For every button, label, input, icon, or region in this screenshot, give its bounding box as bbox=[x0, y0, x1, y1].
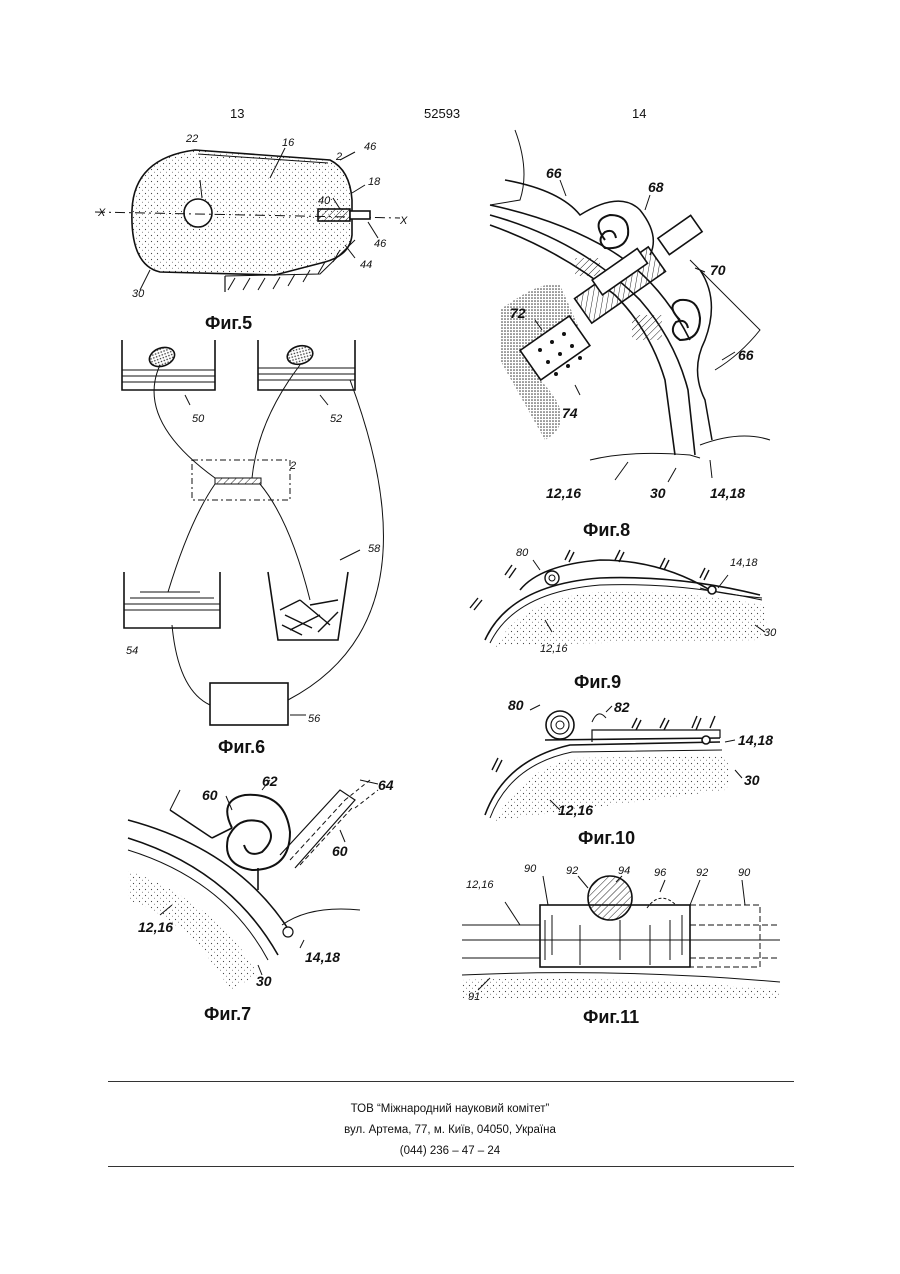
figure-9-drawing: 80 14,18 12,16 30 bbox=[470, 547, 777, 655]
fig10-label-14-18: 14,18 bbox=[738, 732, 773, 748]
fig5-label-22: 22 bbox=[185, 133, 198, 145]
footer-rule-top bbox=[108, 1081, 794, 1082]
fig11-label-91: 91 bbox=[468, 991, 480, 1003]
footer-organization: ТОВ “Міжнародний науковий комітет” bbox=[0, 1103, 900, 1115]
fig7-label-12-16: 12,16 bbox=[138, 919, 173, 935]
fig8-caption: Фиг.8 bbox=[583, 520, 630, 541]
fig8-label-12-16: 12,16 bbox=[546, 485, 581, 501]
fig10-label-30: 30 bbox=[744, 772, 760, 788]
figure-11-drawing: 90 92 94 96 92 90 12,16 91 bbox=[462, 863, 780, 1003]
fig5-label-44: 44 bbox=[360, 259, 372, 271]
fig8-label-14-18: 14,18 bbox=[710, 485, 745, 501]
fig11-label-92-left: 92 bbox=[566, 865, 578, 877]
figure-5-drawing: 22 16 2 46 18 40 X X 46 44 30 bbox=[95, 133, 408, 300]
fig7-label-14-18: 14,18 bbox=[305, 949, 340, 965]
fig11-label-94: 94 bbox=[618, 865, 630, 877]
fig5-label-46-bottom: 46 bbox=[374, 238, 387, 250]
figure-8-drawing: 66 68 70 72 66 74 12,16 30 14,18 bbox=[490, 130, 770, 501]
footer-address: вул. Артема, 77, м. Київ, 04050, Україна bbox=[0, 1124, 900, 1136]
fig8-label-68: 68 bbox=[648, 179, 664, 195]
fig6-label-2: 2 bbox=[289, 460, 296, 472]
fig7-label-30: 30 bbox=[256, 973, 272, 989]
fig10-label-12-16: 12,16 bbox=[558, 802, 593, 818]
fig9-caption: Фиг.9 bbox=[574, 672, 621, 693]
fig7-label-60-right: 60 bbox=[332, 843, 348, 859]
fig11-label-96: 96 bbox=[654, 867, 667, 879]
fig5-label-40: 40 bbox=[318, 195, 331, 207]
fig8-label-30: 30 bbox=[650, 485, 666, 501]
fig5-label-2: 2 bbox=[335, 151, 342, 163]
fig5-label-30: 30 bbox=[132, 288, 145, 300]
fig9-label-14-18: 14,18 bbox=[730, 557, 758, 569]
fig6-caption: Фиг.6 bbox=[218, 737, 265, 758]
fig9-label-80: 80 bbox=[516, 547, 529, 559]
fig5-caption: Фиг.5 bbox=[205, 313, 252, 334]
fig5-axis-x-right: X bbox=[399, 215, 408, 227]
fig6-label-52: 52 bbox=[330, 413, 342, 425]
figure-7-drawing: 62 60 64 60 12,16 14,18 30 bbox=[128, 773, 394, 990]
figure-6-drawing: 50 52 2 58 54 56 bbox=[122, 340, 383, 725]
fig11-label-90-right: 90 bbox=[738, 867, 751, 879]
fig8-label-74: 74 bbox=[562, 405, 578, 421]
fig6-label-58: 58 bbox=[368, 543, 381, 555]
fig11-label-90-left: 90 bbox=[524, 863, 537, 875]
fig8-label-66-right: 66 bbox=[738, 347, 754, 363]
fig7-label-62: 62 bbox=[262, 773, 278, 789]
fig8-label-66-top: 66 bbox=[546, 165, 562, 181]
fig11-label-92-right: 92 bbox=[696, 867, 708, 879]
fig9-label-30: 30 bbox=[764, 627, 777, 639]
footer-rule-bottom bbox=[108, 1166, 794, 1167]
fig11-label-12-16: 12,16 bbox=[466, 879, 494, 891]
fig10-caption: Фиг.10 bbox=[578, 828, 635, 849]
figure-10-drawing: 80 82 14,18 30 12,16 bbox=[485, 697, 773, 822]
fig6-label-56: 56 bbox=[308, 713, 321, 725]
fig10-label-80: 80 bbox=[508, 697, 524, 713]
fig8-label-70: 70 bbox=[710, 262, 726, 278]
fig5-label-16: 16 bbox=[282, 137, 295, 149]
footer-phone: (044) 236 – 47 – 24 bbox=[0, 1145, 900, 1157]
fig5-label-18: 18 bbox=[368, 176, 381, 188]
fig7-caption: Фиг.7 bbox=[204, 1004, 251, 1025]
fig6-label-50: 50 bbox=[192, 413, 205, 425]
fig6-label-54: 54 bbox=[126, 645, 138, 657]
fig7-label-60-left: 60 bbox=[202, 787, 218, 803]
fig8-label-72: 72 bbox=[510, 305, 526, 321]
fig9-label-12-16: 12,16 bbox=[540, 643, 568, 655]
fig11-caption: Фиг.11 bbox=[583, 1007, 639, 1028]
fig7-label-64: 64 bbox=[378, 777, 394, 793]
fig10-label-82: 82 bbox=[614, 699, 630, 715]
fig5-label-46-top: 46 bbox=[364, 141, 377, 153]
fig5-axis-x-left: X bbox=[97, 207, 106, 219]
